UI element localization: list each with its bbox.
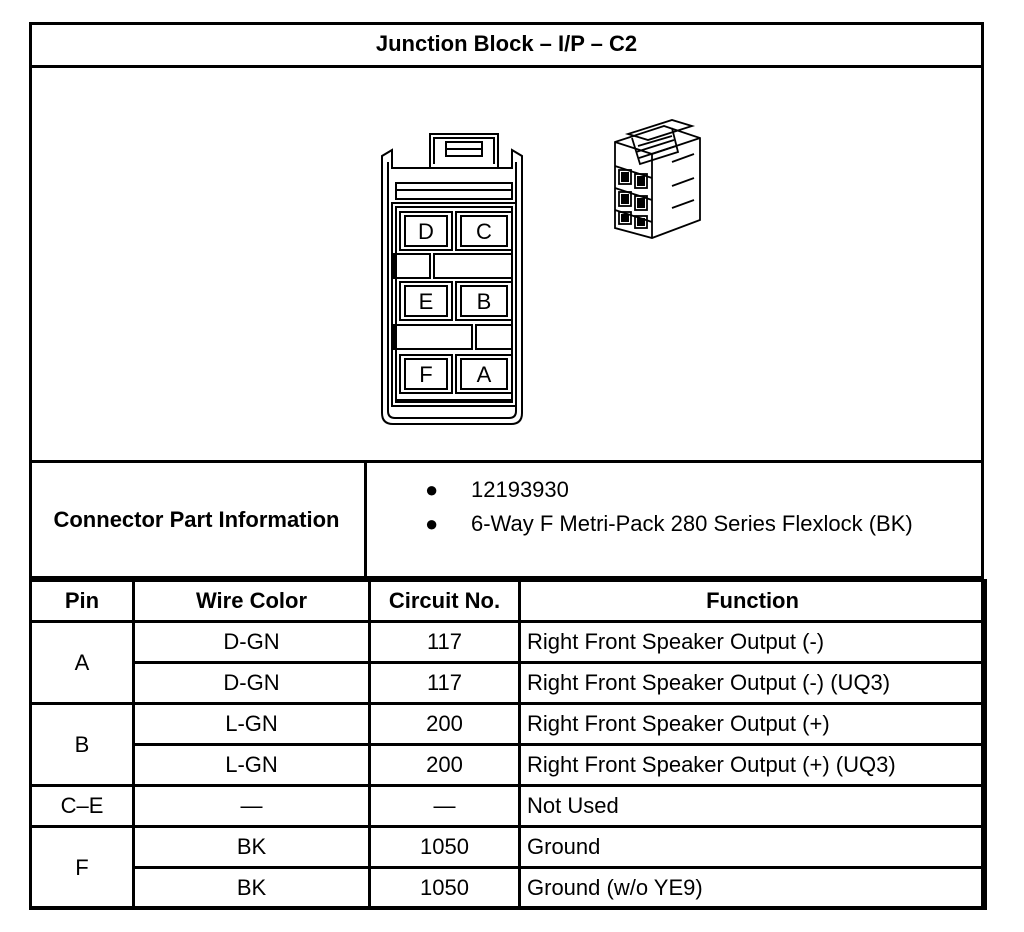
function-cell: Right Front Speaker Output (+) (UQ3) (518, 743, 987, 787)
part-number: 12193930 (471, 477, 569, 502)
function-cell: Not Used (518, 784, 987, 828)
circuit-cell: — (368, 784, 521, 828)
function-cell: Right Front Speaker Output (-) (518, 620, 987, 664)
cavity-label-f: F (419, 362, 432, 387)
table-row: B L-GN 200 Right Front Speaker Output (+… (29, 702, 987, 787)
cavity-label-e: E (419, 289, 434, 314)
connector-info-label: Connector Part Information (29, 463, 367, 576)
bullet-icon: ● (425, 477, 439, 502)
cavity-label-d: D (418, 219, 434, 244)
header-pin: Pin (29, 579, 135, 623)
wire-color-cell: — (132, 784, 371, 828)
wire-color-cell: D-GN (132, 661, 371, 705)
circuit-cell: 200 (368, 702, 521, 746)
wire-color-cell: L-GN (132, 743, 371, 787)
circuit-cell: 117 (368, 620, 521, 664)
list-item: ● 12193930 (367, 473, 984, 507)
table-row: D-GN 117 Right Front Speaker Output (-) … (31, 661, 987, 705)
connector-face-drawing: D C E B F A (381, 119, 701, 425)
pin-cell: A (29, 620, 135, 705)
circuit-cell: 200 (368, 743, 521, 787)
function-cell: Right Front Speaker Output (+) (518, 702, 987, 746)
function-cell: Right Front Speaker Output (-) (UQ3) (518, 661, 987, 705)
connector-info-section: Connector Part Information ● 12193930 ● 6-… (29, 460, 984, 579)
pinout-table: Pin Wire Color Circuit No. Function A D-… (29, 579, 987, 910)
circuit-cell: 1050 (368, 866, 521, 910)
pin-cell: B (29, 702, 135, 787)
header-function: Function (518, 579, 987, 623)
list-item: ● 6-Way F Metri-Pack 280 Series Flexlock … (367, 507, 984, 541)
pin-cell: F (29, 825, 135, 910)
cavity-label-c: C (476, 219, 492, 244)
wire-color-cell: BK (132, 866, 371, 910)
cavity-label-a: A (477, 362, 492, 387)
bullet-icon: ● (425, 511, 439, 536)
wire-color-cell: D-GN (132, 620, 371, 664)
table-row: L-GN 200 Right Front Speaker Output (+) … (31, 743, 987, 787)
header-wire-color: Wire Color (132, 579, 371, 623)
table-row: F BK 1050 Ground (29, 825, 987, 910)
table-row: A D-GN 117 Right Front Speaker Output (-… (29, 620, 987, 705)
circuit-cell: 117 (368, 661, 521, 705)
connector-figure: D C E B F A (32, 68, 981, 460)
circuit-cell: 1050 (368, 825, 521, 869)
connector-isometric-drawing (614, 119, 701, 239)
table-header-row: Pin Wire Color Circuit No. Function (29, 579, 987, 623)
pin-cell: C–E (29, 784, 135, 828)
wire-color-cell: BK (132, 825, 371, 869)
table-row: BK 1050 Ground (w/o YE9) (31, 866, 987, 910)
function-cell: Ground (518, 825, 987, 869)
wire-color-cell: L-GN (132, 702, 371, 746)
cavity-label-b: B (477, 289, 492, 314)
connector-info-list: ● 12193930 ● 6-Way F Metri-Pack 280 Series… (367, 463, 984, 586)
page-title: Junction Block – I/P – C2 (29, 22, 984, 68)
table-row: C–E — — Not Used (29, 784, 987, 828)
header-circuit: Circuit No. (368, 579, 521, 623)
function-cell: Ground (w/o YE9) (518, 866, 987, 910)
connector-description: 6-Way F Metri-Pack 280 Series Flexlock (… (471, 511, 913, 536)
